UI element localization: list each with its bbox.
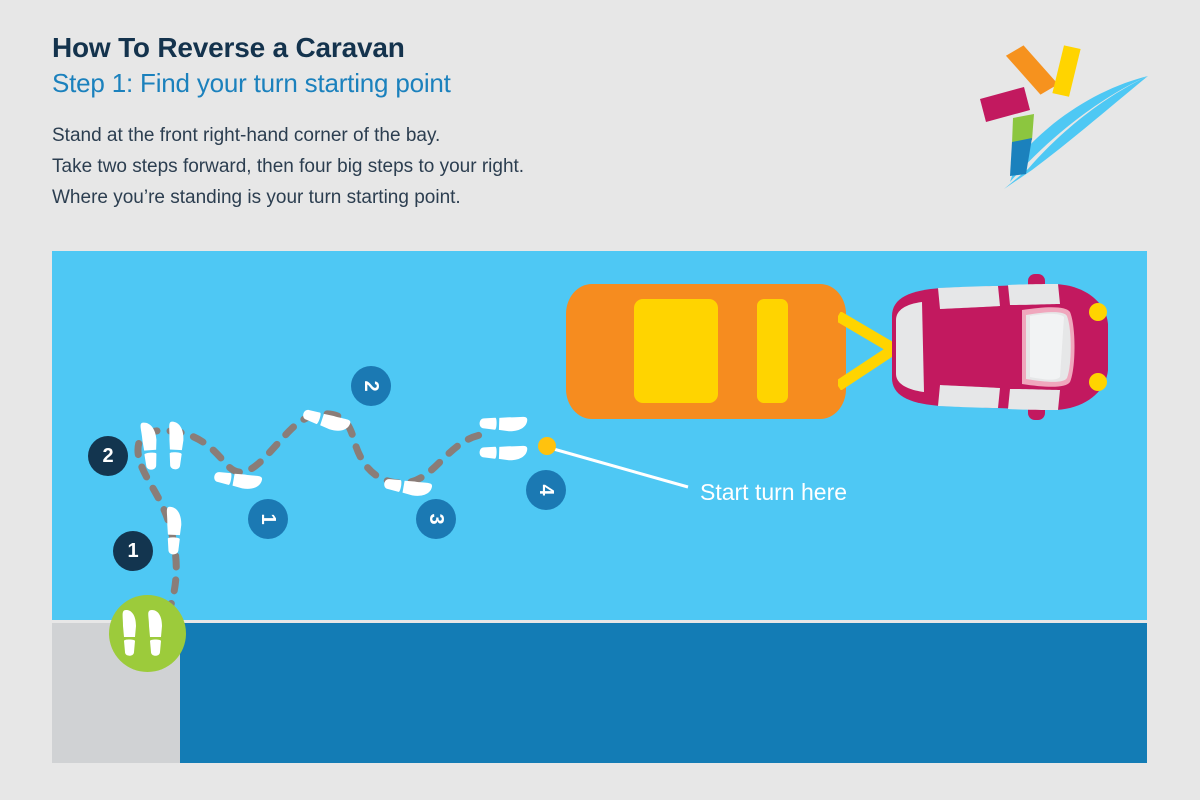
footprint-forward-step-2-right: [169, 421, 184, 470]
header: How To Reverse a Caravan Step 1: Find yo…: [52, 32, 852, 213]
car-body: [892, 284, 1108, 410]
badge-forward-step-1: 1: [113, 531, 153, 571]
footprint-forward-step-2-left: [140, 422, 157, 470]
footprint-side-step-4-upper: [479, 416, 528, 432]
instruction-line-2: Take two steps forward, then four big st…: [52, 155, 525, 177]
car-door-panel-bottom-rear: [938, 385, 1000, 408]
footprint-side-step-4-lower: [479, 445, 528, 461]
badge-side-step-4: 4: [526, 470, 566, 510]
logo-magenta-shape: [980, 87, 1030, 122]
parking-bay: [52, 251, 1147, 620]
car-windshield-trim: [1022, 307, 1075, 387]
caravan-window-small: [757, 299, 788, 403]
car: [892, 274, 1108, 420]
car-rear-window: [896, 302, 924, 392]
car-mirror-bottom: [1028, 398, 1045, 420]
logo-green-shape: [1012, 114, 1034, 144]
car-windshield-highlight: [1030, 313, 1064, 380]
footprint-right-heel: [150, 639, 161, 656]
instruction-line-3: Where you’re standing is your turn start…: [52, 186, 461, 208]
car-door-panel-top-rear: [938, 286, 1000, 309]
start-position-marker: [109, 595, 186, 672]
car-door-panel-top-front: [1008, 284, 1060, 305]
badge-side-step-1: 1: [248, 499, 288, 539]
start-turn-label: Start turn here: [700, 479, 848, 505]
car-windshield: [1026, 312, 1071, 382]
footprint-side-step-1: [214, 472, 262, 489]
leader-line-stroke: [549, 446, 689, 489]
trail-dashed-path: [134, 410, 490, 618]
start-position-footprints: [122, 610, 162, 656]
footprint-side-step-3: [384, 479, 432, 496]
footprint-left-ball: [122, 610, 136, 637]
brand-logo: [960, 34, 1150, 189]
badge-side-step-2: 2: [351, 366, 391, 406]
caravan-window-large: [634, 299, 718, 403]
logo-yellow-shape: [1052, 45, 1081, 97]
car-mirror-top: [1028, 274, 1045, 296]
road-surface: [180, 623, 1147, 763]
footprint-right-ball: [148, 610, 162, 637]
instruction-line-1: Stand at the front right-hand corner of …: [52, 125, 441, 147]
brand-star-swoosh-icon: [980, 45, 1148, 189]
logo-teal-shape: [1010, 138, 1032, 176]
car-headlight-bottom: [1089, 373, 1107, 391]
page-subtitle: Step 1: Find your turn starting point: [52, 68, 451, 99]
badge-side-step-3: 3: [416, 499, 456, 539]
instruction-text: Stand at the front right-hand corner of …: [52, 121, 852, 213]
page-title: How To Reverse a Caravan: [52, 32, 405, 63]
car-door-panel-bottom-front: [1008, 389, 1060, 410]
hitch-a-frame: [838, 312, 900, 390]
car-headlight-top: [1089, 303, 1107, 321]
logo-swoosh-shape: [1004, 76, 1148, 189]
caravan-body: [566, 284, 846, 419]
kerb-block: [52, 623, 180, 763]
footprint-side-step-2: [303, 409, 351, 431]
badge-forward-step-2: 2: [88, 436, 128, 476]
footprint-forward-step-1: [166, 506, 182, 555]
caravan-hitch: [838, 312, 900, 390]
logo-orange-shape: [1005, 45, 1059, 95]
start-turn-dot: [538, 437, 556, 455]
footprint-left-heel: [124, 639, 135, 656]
